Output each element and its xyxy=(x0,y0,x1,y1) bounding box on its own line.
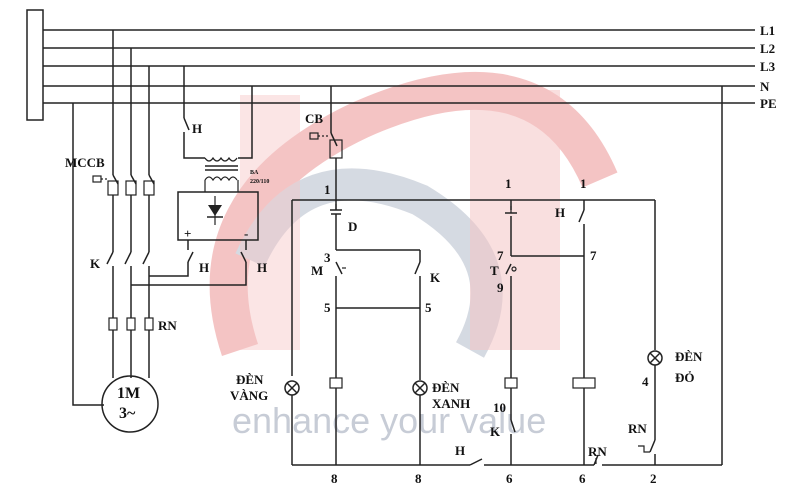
transformer-ba-label: BA xyxy=(250,170,259,176)
rectifier-minus-label: - xyxy=(244,226,248,241)
thermal-relay-label: RN xyxy=(158,318,177,333)
control-circuit: CB 1 1 1 ĐÈN VÀNG D xyxy=(230,86,723,486)
lamp-green-label-1: ĐÈN xyxy=(432,380,460,395)
brake-contact-label: H xyxy=(192,121,202,136)
lamp-red xyxy=(647,350,663,366)
brake-contact-h-bottom xyxy=(469,458,483,466)
interlock-contact-label: K xyxy=(490,424,501,439)
power-circuit: MCCB K H H RN xyxy=(65,30,269,433)
contactor-pole-3 xyxy=(142,251,150,265)
start-button-label: M xyxy=(311,263,323,278)
watermark-slogan: enhance your value xyxy=(232,400,546,441)
motor-phase-label: 3~ xyxy=(119,405,136,422)
timer-contact-label: T xyxy=(490,263,499,278)
node-7-right: 7 xyxy=(590,248,597,263)
bottom-h-label: H xyxy=(455,443,465,458)
heater-contact-label-1: H xyxy=(199,260,209,275)
thermal-contact-rn xyxy=(638,439,656,453)
mccb-label: MCCB xyxy=(65,155,105,170)
interlock-contact-k xyxy=(510,419,516,433)
coil-timer xyxy=(504,377,518,389)
mccb-breaker xyxy=(92,174,155,196)
node-1-left: 1 xyxy=(324,182,331,197)
node-8-left: 8 xyxy=(331,471,338,486)
bus-label-n: N xyxy=(760,79,770,94)
rectifier-plus-label: + xyxy=(184,226,191,241)
lamp-yellow xyxy=(284,380,300,396)
watermark-logo xyxy=(209,72,618,358)
lamp-red-label-1: ĐÈN xyxy=(675,349,703,364)
node-6-right: 6 xyxy=(579,471,586,486)
bus-bars: L1 L2 L3 N PE xyxy=(26,9,777,121)
contact-nc-1 xyxy=(505,206,517,214)
node-9: 9 xyxy=(497,280,504,295)
motor-label: 1M xyxy=(117,385,140,402)
node-7-left: 7 xyxy=(497,248,504,263)
lamp-yellow-label-2: VÀNG xyxy=(230,388,268,403)
timer-contact-t xyxy=(505,263,517,275)
coil-h xyxy=(572,377,596,389)
coil-k xyxy=(329,377,343,389)
bus-label-l2: L2 xyxy=(760,41,775,56)
node-4: 4 xyxy=(642,374,649,389)
lamp-green-label-2: XANH xyxy=(432,396,470,411)
brake-contact-h-control xyxy=(578,209,585,223)
stop-button-label: D xyxy=(348,219,357,234)
holding-contact-k xyxy=(414,261,421,275)
watermark-red-block-2 xyxy=(240,95,300,350)
node-1-mid: 1 xyxy=(505,176,512,191)
contactor-pole-1 xyxy=(106,251,114,265)
holding-contact-label: K xyxy=(430,270,441,285)
lamp-green xyxy=(412,380,428,396)
transformer-rating-label: 220/110 xyxy=(250,179,269,185)
lamp-yellow-label-1: ĐÈN xyxy=(236,372,264,387)
thermal-relay xyxy=(108,317,154,331)
diode-icon xyxy=(207,196,223,225)
motor-symbol xyxy=(101,375,159,433)
node-3: 3 xyxy=(324,250,331,265)
brake-contact-h xyxy=(183,117,190,131)
contactor-pole-2 xyxy=(124,251,132,265)
watermark-red-block xyxy=(470,90,560,350)
transformer-symbol xyxy=(204,156,238,182)
heater-contact-label-2: H xyxy=(257,260,267,275)
node-10: 10 xyxy=(493,400,506,415)
node-5-right: 5 xyxy=(425,300,432,315)
rectifier-box xyxy=(177,191,259,241)
bus-panel xyxy=(26,9,44,121)
stop-button-d xyxy=(330,204,342,215)
node-1-right: 1 xyxy=(580,176,587,191)
bus-label-l3: L3 xyxy=(760,59,776,74)
node-2: 2 xyxy=(650,471,657,486)
contactor-k-label: K xyxy=(90,256,101,271)
start-button-m xyxy=(335,261,346,275)
thermal-contact-right-label: RN xyxy=(628,421,647,436)
node-8-right: 8 xyxy=(415,471,422,486)
lamp-red-label-2: ĐỎ xyxy=(675,370,695,385)
bus-label-l1: L1 xyxy=(760,23,775,38)
cb-label: CB xyxy=(305,111,323,126)
node-5-left: 5 xyxy=(324,300,331,315)
bus-label-pe: PE xyxy=(760,96,777,111)
brake-contact-control-label: H xyxy=(555,205,565,220)
thermal-contact-bottom xyxy=(593,454,599,466)
mccb-handle-icon xyxy=(92,175,102,183)
watermark-red-arc xyxy=(209,72,618,356)
bottom-rn-label: RN xyxy=(588,444,607,459)
node-6-left: 6 xyxy=(506,471,513,486)
pe-ground-wire xyxy=(72,103,104,406)
